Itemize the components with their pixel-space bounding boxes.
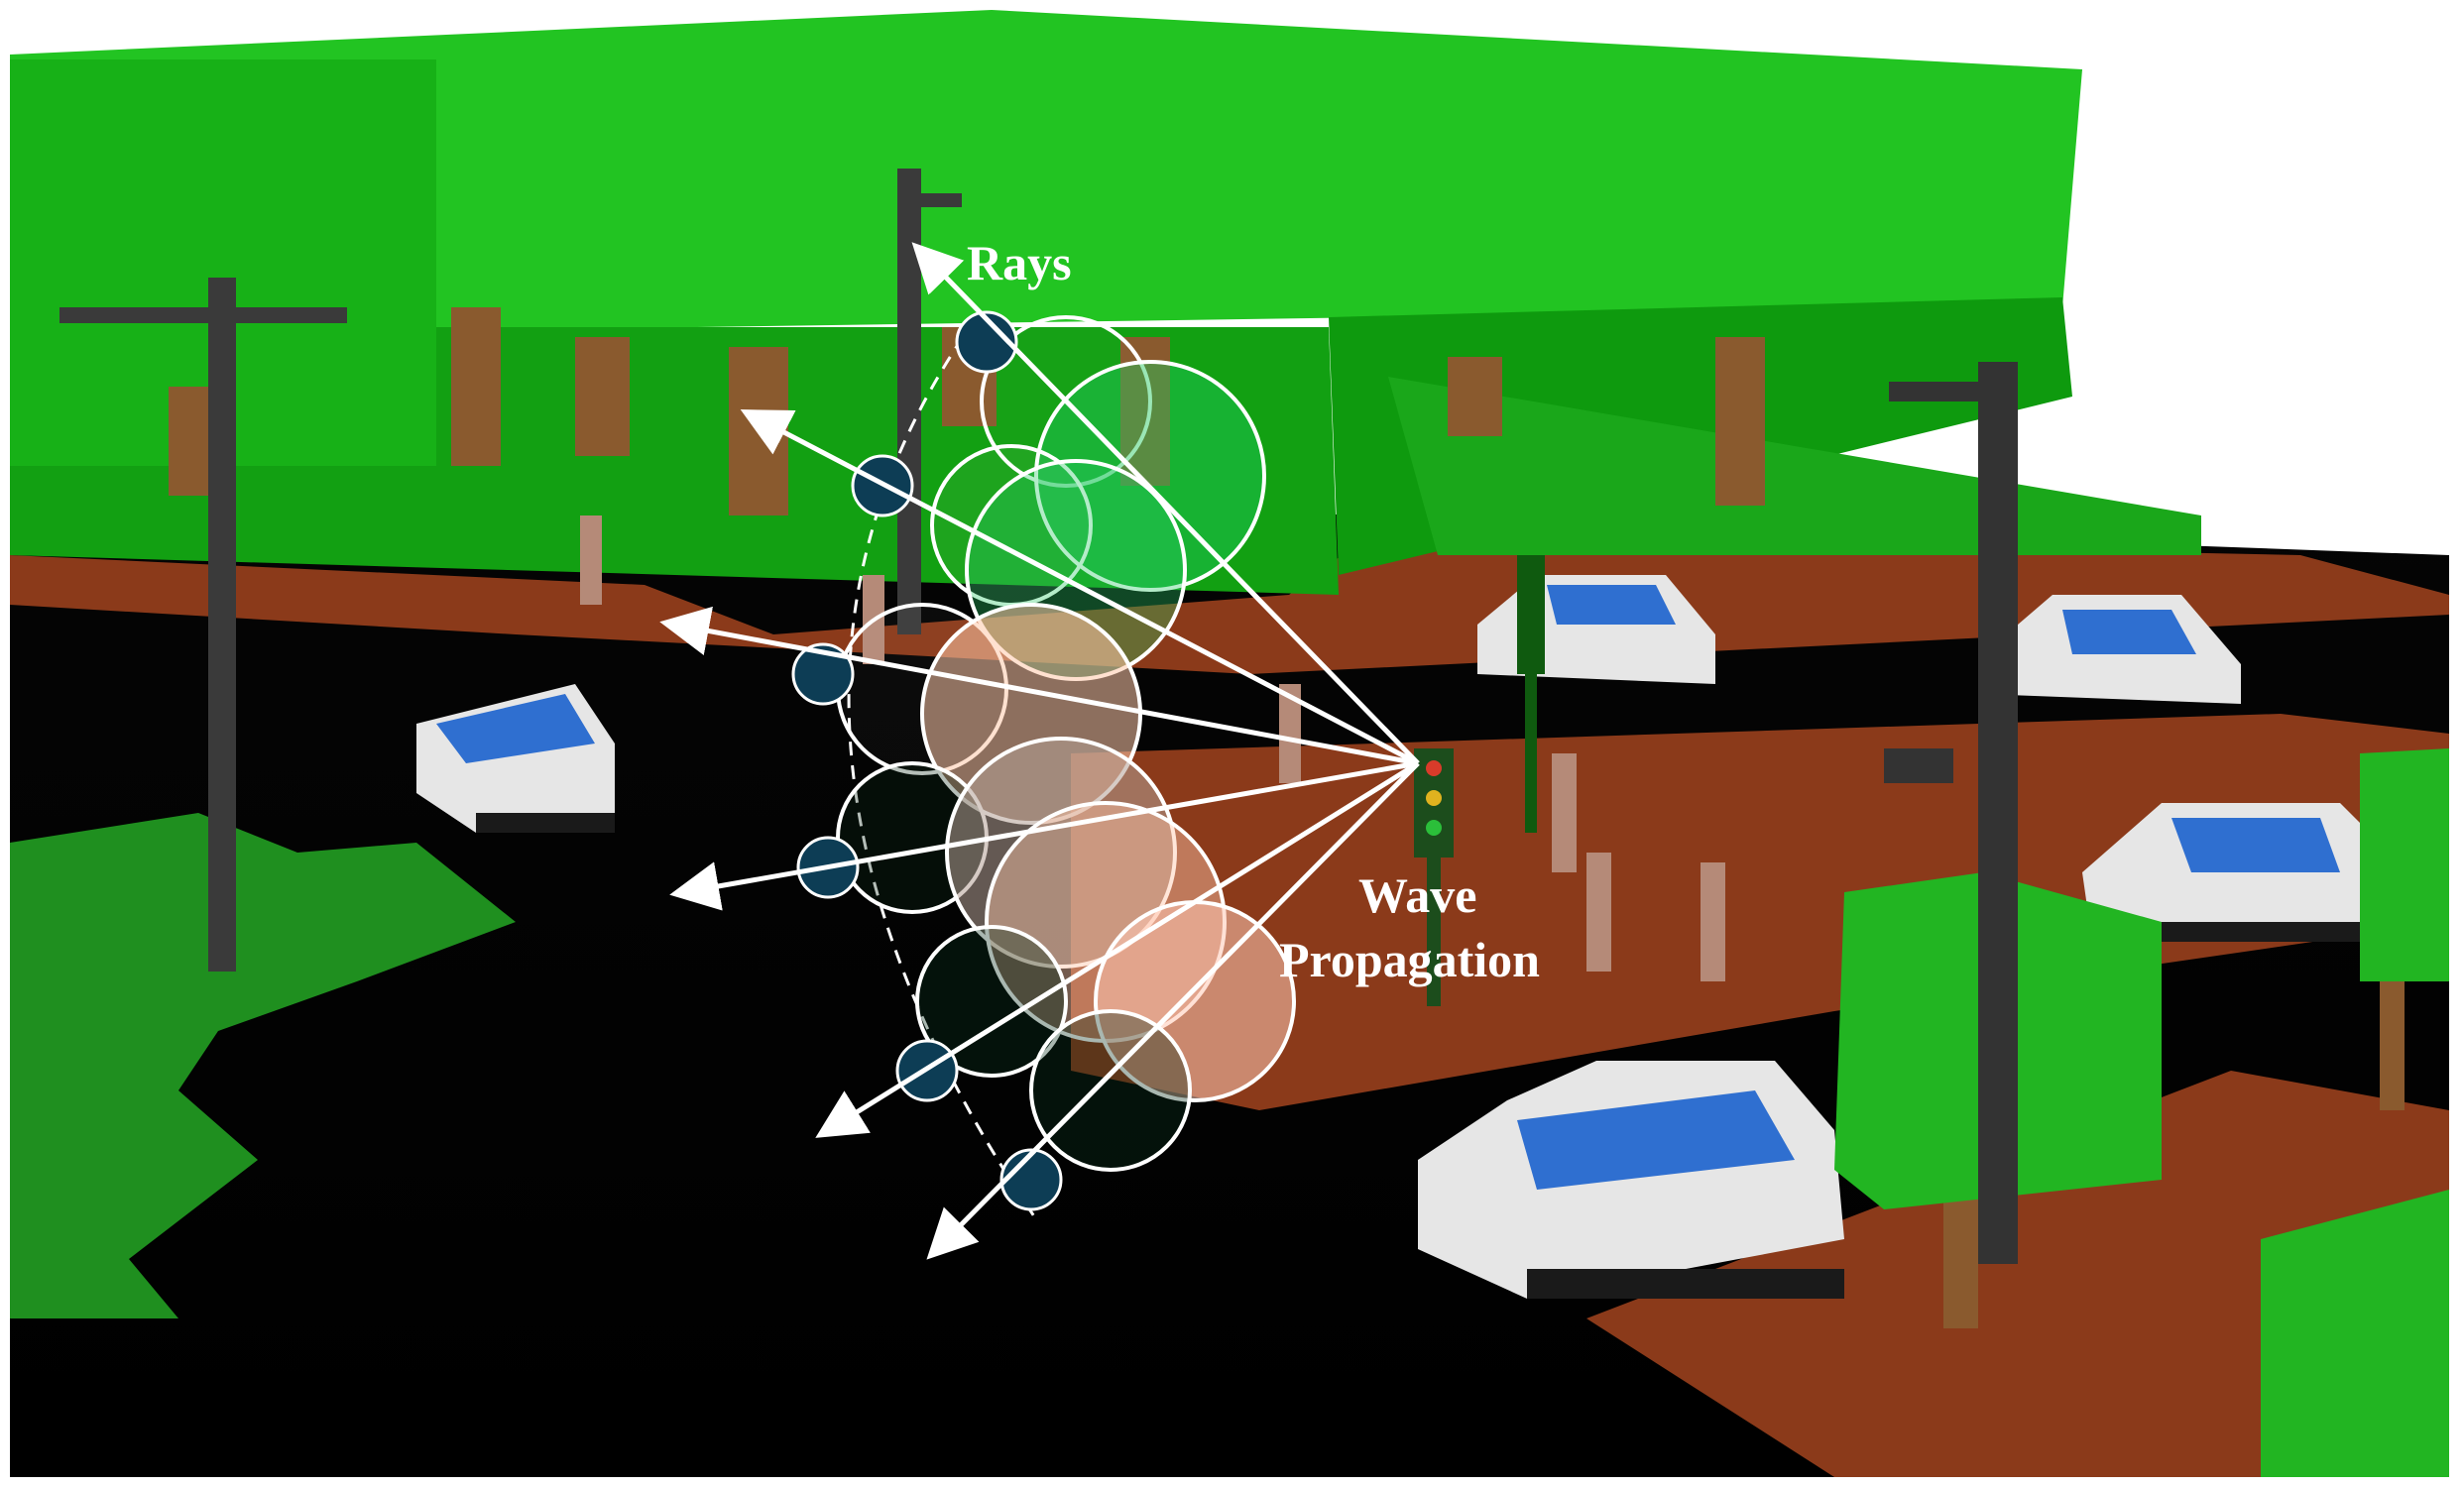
wave-label-line2: Propagation: [1279, 932, 1540, 987]
car: [2082, 803, 2419, 942]
wave-propagation-circles: [836, 315, 1296, 1172]
ray-arrows: [659, 242, 1420, 1260]
rays-label: Rays: [967, 235, 1072, 290]
canopy-left-block: [10, 59, 436, 466]
street-lamp: [1884, 362, 2018, 1264]
car: [1983, 595, 2241, 704]
tree: [2360, 748, 2449, 1110]
traffic-light: [1517, 555, 1545, 833]
ray-arrow: [911, 242, 1420, 765]
ray-arrow: [740, 409, 1420, 766]
ray-arrow: [926, 761, 1420, 1260]
grass-lower-left: [10, 813, 516, 1318]
pedestrian-group: [580, 515, 1725, 981]
sidewalk-bottom-right: [1586, 1071, 2449, 1477]
car: [416, 684, 615, 833]
ray-arrow: [659, 606, 1419, 766]
tree: [2261, 1190, 2449, 1477]
traffic-light: [1414, 748, 1454, 1006]
sidewalk-left: [10, 535, 2449, 674]
car: [1418, 1061, 1844, 1299]
frame-bottom: [0, 1477, 2464, 1488]
utility-pole: [59, 278, 347, 972]
ray-arrow: [669, 760, 1419, 911]
canopy-top: [10, 10, 2082, 337]
wave-label-line1: Wave: [1358, 867, 1476, 923]
ray-arrow: [815, 760, 1420, 1138]
